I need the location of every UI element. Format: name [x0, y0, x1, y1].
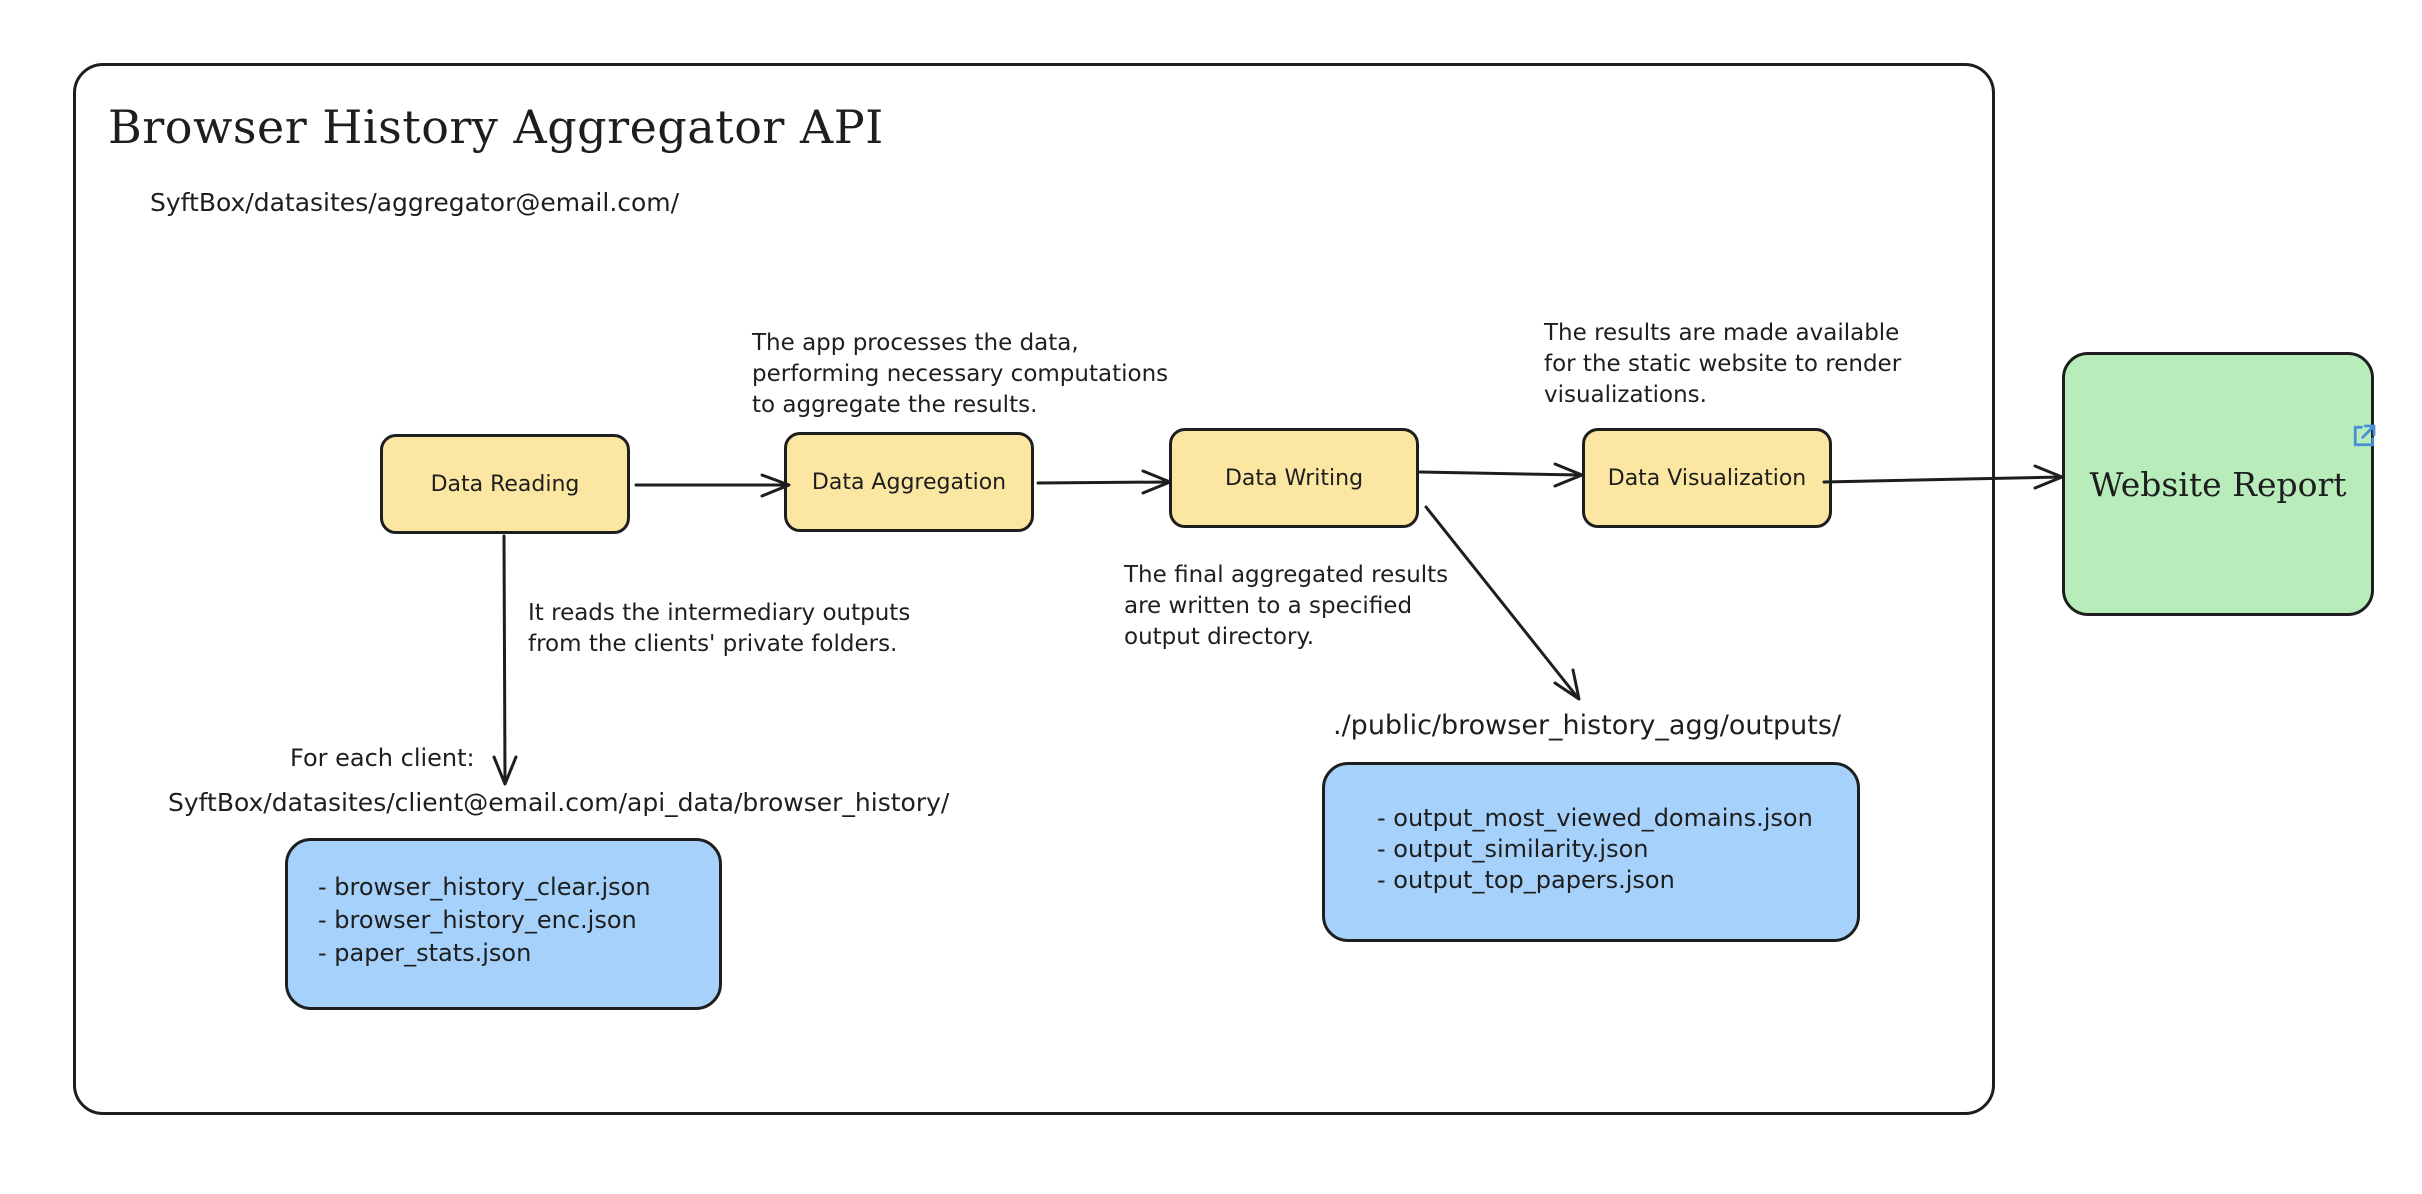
stage-data-writing[interactable]: Data Writing [1169, 428, 1419, 528]
stage-label: Data Aggregation [811, 469, 1007, 495]
stage-label: Data Writing [1224, 465, 1364, 491]
writing-note: The final aggregated results are written… [1124, 562, 1449, 650]
client-label: For each client: [290, 744, 475, 772]
output-files-box: - output_most_viewed_domains.json - outp… [1322, 762, 1860, 942]
arrow-visualization-to-report [1822, 464, 2064, 490]
aggregation-note: The app processes the data, performing n… [752, 330, 1169, 418]
api-container [73, 63, 1995, 1115]
stage-label: Data Visualization [1607, 465, 1807, 491]
stage-data-reading[interactable]: Data Reading [380, 434, 630, 534]
diagram-title: Browser History Aggregator API [108, 100, 884, 154]
arrow-aggregation-to-writing [1036, 469, 1172, 495]
arrow-writing-to-output [1424, 505, 1581, 701]
client-file-item: - browser_history_enc.json [318, 906, 637, 934]
stage-data-aggregation[interactable]: Data Aggregation [784, 432, 1034, 532]
output-file-item: - output_most_viewed_domains.json [1377, 804, 1813, 832]
output-path: ./public/browser_history_agg/outputs/ [1333, 710, 1842, 741]
website-report[interactable]: Website Report [2062, 352, 2376, 616]
reading-note: It reads the intermediary outputs from t… [528, 600, 911, 657]
output-file-item: - output_similarity.json [1377, 835, 1649, 863]
visualization-note: The results are made available for the s… [1544, 320, 1902, 408]
stage-data-visualization[interactable]: Data Visualization [1582, 428, 1832, 528]
website-report-label: Website Report [2089, 464, 2347, 504]
arrow-writing-to-visualization [1418, 462, 1584, 488]
client-file-item: - browser_history_clear.json [318, 873, 651, 901]
client-file-item: - paper_stats.json [318, 939, 532, 967]
client-files-box: - browser_history_clear.json - browser_h… [285, 838, 722, 1010]
aggregator-path: SyftBox/datasites/aggregator@email.com/ [150, 188, 680, 217]
arrow-reading-to-client [492, 534, 518, 786]
stage-label: Data Reading [430, 471, 580, 497]
arrow-reading-to-aggregation [634, 473, 791, 498]
client-path: SyftBox/datasites/client@email.com/api_d… [168, 788, 950, 817]
output-file-item: - output_top_papers.json [1377, 866, 1675, 894]
external-link-icon[interactable] [2349, 421, 2379, 451]
